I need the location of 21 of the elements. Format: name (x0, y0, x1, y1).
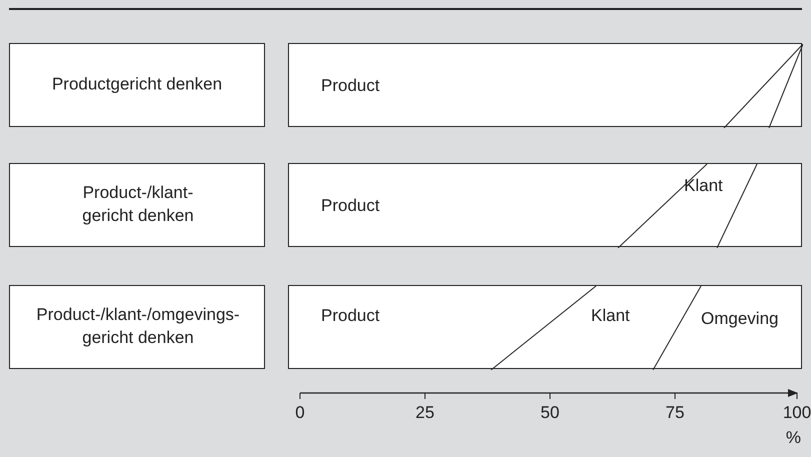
category-label: Product-/klant- gericht denken (81, 182, 195, 227)
axis-unit: % (786, 428, 801, 448)
band-label: Product (321, 196, 380, 216)
tick-label: 0 (295, 403, 305, 423)
category-box (9, 43, 265, 127)
category-label: Productgericht denken (50, 74, 224, 96)
tick-label: 100 (782, 403, 811, 423)
band-box (288, 43, 802, 127)
band-box (288, 163, 802, 247)
band-label: Product (321, 76, 380, 96)
band-label: Klant (684, 176, 723, 196)
band-label: Product (321, 306, 380, 326)
category-box (9, 285, 265, 369)
tick-label: 75 (666, 403, 684, 423)
tick-label: 50 (540, 403, 560, 423)
band-box (288, 285, 802, 369)
category-label: Product-/klant-/omgevings- gericht denken (35, 304, 241, 349)
tick-label: 25 (416, 403, 434, 423)
category-box (9, 163, 265, 247)
band-label: Omgeving (701, 309, 778, 329)
band-label: Klant (591, 306, 630, 326)
